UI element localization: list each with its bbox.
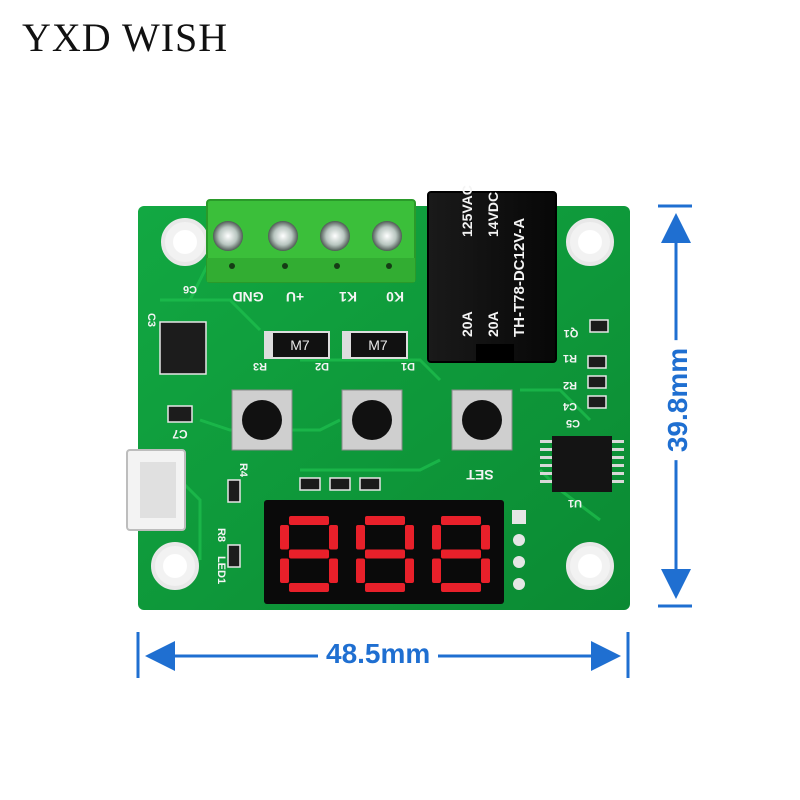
relay: 125VAC 14VDC 20A 20A TH-T78-DC12V-A: [427, 185, 557, 363]
terminal-labels: GND +U K1 K0: [232, 289, 404, 305]
silk-r2: R2: [563, 379, 577, 391]
sensor-connector: [126, 449, 186, 531]
width-dimension-label: 48.5mm: [318, 638, 439, 670]
relay-rating-voltage-dc: 14VDC: [485, 192, 501, 237]
silk-u1: U1: [568, 497, 582, 509]
silk-c5: C5: [566, 417, 580, 429]
smd-components: [159, 319, 609, 568]
diode-marking-d2: M7: [290, 337, 310, 353]
height-dimension-label: 39.8mm: [662, 339, 695, 461]
brand-logo-text: YXD WISH: [22, 15, 229, 60]
silk-led1: LED1: [215, 556, 227, 584]
diode-d2: M7: [264, 331, 330, 359]
relay-rating-voltage-ac: 125VAC: [459, 185, 475, 237]
silk-r8: R8: [215, 528, 227, 542]
digit-1-segment-2: [329, 525, 338, 550]
silk-c3: C3: [145, 313, 157, 327]
silk-q1: Q1: [564, 327, 579, 339]
push-button-1[interactable]: [231, 389, 293, 451]
push-button-2[interactable]: [341, 389, 403, 451]
header-pins: [512, 510, 526, 590]
digit-2-segment-2: [405, 525, 414, 550]
ic-chip: [540, 436, 624, 492]
digit-3-segment-4: [441, 583, 481, 592]
silk-c4: C4: [562, 400, 577, 412]
mounting-hole: [566, 218, 614, 266]
digit-1-segment-4: [289, 583, 329, 592]
diode-d1: M7: [342, 331, 408, 359]
digit-1-segment-7: [289, 549, 329, 559]
digit-1-segment-5: [280, 558, 289, 583]
digit-3-segment-1: [441, 516, 481, 525]
terminal-label-k1: K1: [339, 289, 357, 305]
silk-r3: R3: [253, 360, 267, 372]
terminal-label-gnd: GND: [232, 289, 263, 305]
digit-3-segment-7: [441, 549, 481, 559]
silkscreen-labels: C6 C3 C7 R3 D2 D1 Q1 R1 R2 C4 C5 SET U1 …: [145, 283, 582, 584]
digit-2-segment-4: [365, 583, 405, 592]
silk-c6: C6: [183, 283, 197, 295]
screw-terminal-block: [206, 199, 416, 283]
silk-r4: R4: [237, 463, 249, 478]
push-button-3[interactable]: [451, 389, 513, 451]
digit-3-segment-5: [432, 558, 441, 583]
display-digits: [280, 516, 490, 592]
diode-marking-d1: M7: [368, 337, 388, 353]
digit-3-segment-6: [432, 525, 441, 550]
digit-1-segment-6: [280, 525, 289, 550]
mounting-hole: [151, 542, 199, 590]
terminal-label-k0: K0: [386, 289, 404, 305]
digit-3-segment-3: [481, 558, 490, 583]
digit-3-segment-2: [481, 525, 490, 550]
digit-2-segment-6: [356, 525, 365, 550]
digit-1-segment-1: [289, 516, 329, 525]
silk-d1: D1: [401, 360, 415, 372]
silk-r1: R1: [563, 352, 577, 364]
digit-2-segment-7: [365, 549, 405, 559]
silk-c7: C7: [172, 427, 188, 441]
digit-2-segment-5: [356, 558, 365, 583]
digit-1-segment-3: [329, 558, 338, 583]
mounting-hole: [566, 542, 614, 590]
mounting-hole: [161, 218, 209, 266]
silk-set: SET: [466, 467, 494, 483]
relay-current-2: 20A: [485, 311, 501, 337]
digit-2-segment-1: [365, 516, 405, 525]
digit-2-segment-3: [405, 558, 414, 583]
relay-current-1: 20A: [459, 311, 475, 337]
relay-model: TH-T78-DC12V-A: [511, 218, 528, 337]
terminal-label-plus-u: +U: [286, 289, 304, 305]
silk-d2: D2: [315, 360, 329, 372]
seven-segment-display: [264, 500, 504, 604]
